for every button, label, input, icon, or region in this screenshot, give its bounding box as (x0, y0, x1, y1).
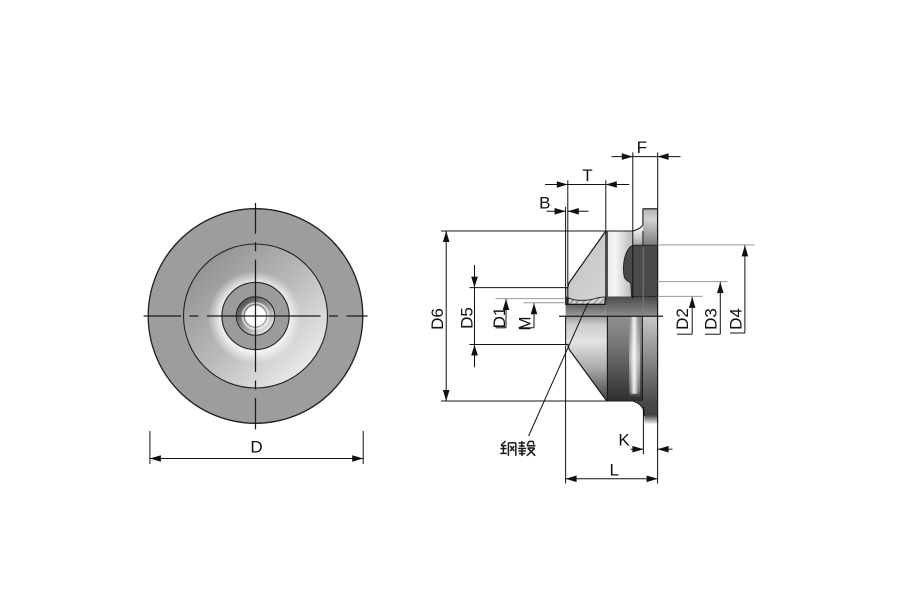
svg-text:D5: D5 (457, 307, 476, 329)
svg-text:D6: D6 (428, 308, 447, 330)
svg-text:M: M (516, 316, 535, 330)
svg-text:K: K (618, 430, 630, 449)
svg-text:D: D (250, 438, 262, 457)
svg-text:D4: D4 (726, 308, 745, 330)
svg-text:T: T (582, 166, 592, 185)
svg-text:L: L (609, 461, 618, 480)
svg-text:B: B (539, 194, 550, 213)
svg-text:D1: D1 (490, 307, 509, 329)
svg-text:D2: D2 (673, 308, 692, 330)
svg-text:F: F (637, 138, 647, 157)
svg-text:D3: D3 (702, 308, 721, 330)
